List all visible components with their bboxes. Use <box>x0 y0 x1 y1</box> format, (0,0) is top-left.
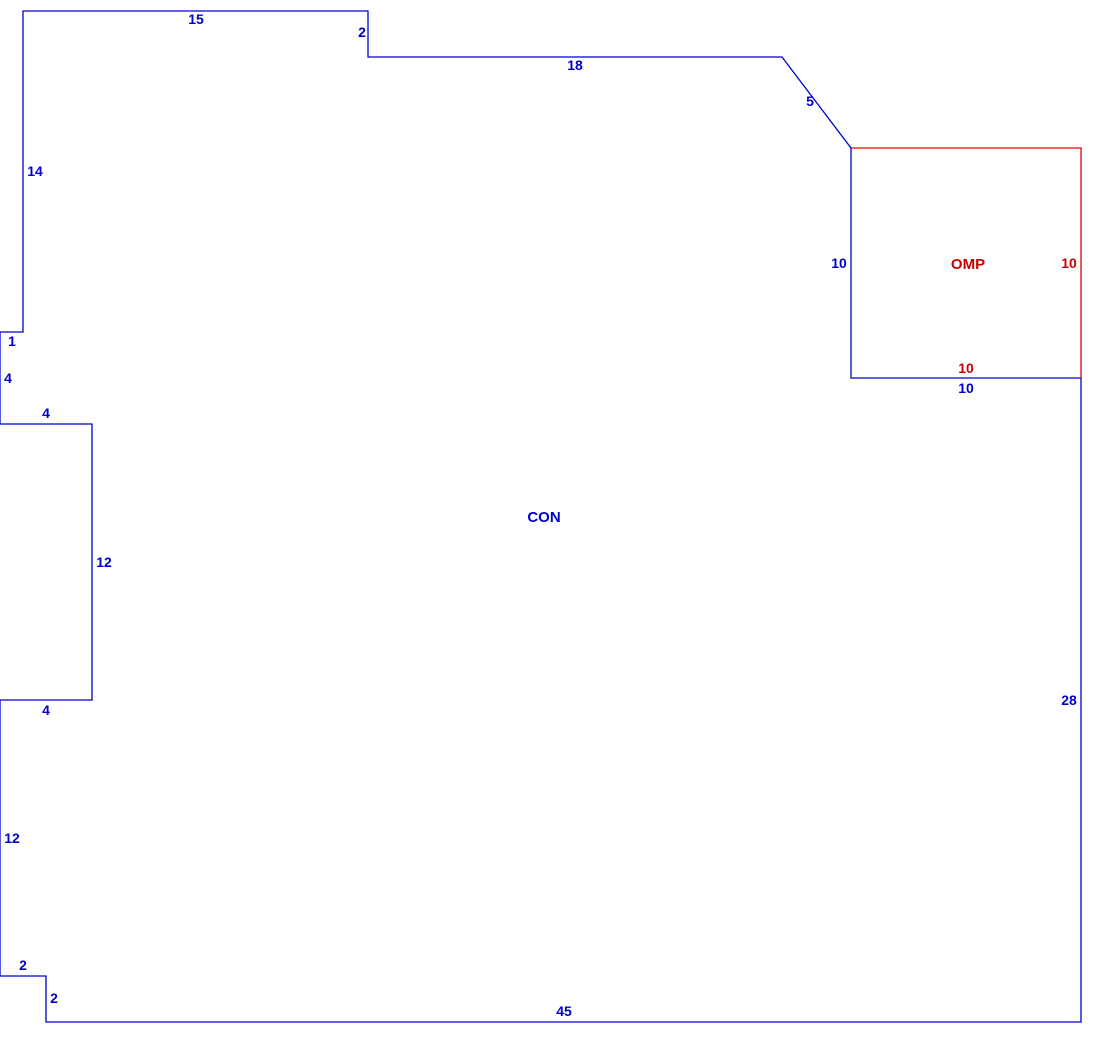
edge-label-diagonal: 5 <box>806 93 814 109</box>
edge-label-left-notch: 1 <box>8 333 16 349</box>
edge-label-bottom-step-vertical: 2 <box>50 990 58 1006</box>
edge-label-left-short: 4 <box>4 370 12 386</box>
edge-label-left-upper: 14 <box>27 163 43 179</box>
edge-label-left-lower: 12 <box>4 830 20 846</box>
omp-edge-label-bottom: 10 <box>958 360 974 376</box>
edge-label-bump-top: 4 <box>42 405 50 421</box>
con-area-label: CON <box>527 509 560 526</box>
omp-area-label: OMP <box>951 256 985 273</box>
edge-label-bottom-step-horizontal: 2 <box>19 957 27 973</box>
omp-area-outline <box>851 147 1082 378</box>
edge-label-top-middle: 18 <box>567 57 583 73</box>
edge-label-bump-bottom: 4 <box>42 702 50 718</box>
edge-label-bump-right: 12 <box>96 554 112 570</box>
edge-label-omp-bottom: 10 <box>958 380 974 396</box>
omp-edge-label-right: 10 <box>1061 255 1077 271</box>
edge-label-top-left: 15 <box>188 11 204 27</box>
con-area-outline <box>0 10 1082 1023</box>
edge-label-top-step: 2 <box>358 24 366 40</box>
edge-label-bottom: 45 <box>556 1003 572 1019</box>
edge-label-right: 28 <box>1061 692 1077 708</box>
edge-label-omp-left: 10 <box>831 255 847 271</box>
